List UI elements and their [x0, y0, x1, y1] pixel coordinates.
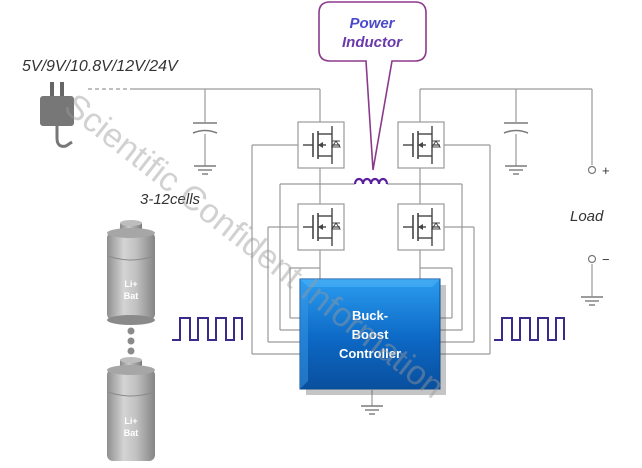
output-cap-ground-icon	[504, 165, 528, 175]
battery-top-label-1: Li+	[124, 279, 137, 289]
callout-line2: Inductor	[342, 34, 403, 51]
controller-ground-icon	[360, 405, 384, 415]
load-label: Load	[570, 208, 604, 225]
load-ground-icon	[580, 296, 604, 306]
pwm-waveform-left	[172, 317, 243, 341]
controller-line1: Buck-	[352, 308, 388, 323]
wires	[88, 88, 593, 406]
battery-top-label-2: Bat	[124, 291, 139, 301]
battery-bottom-label-1: Li+	[124, 416, 137, 426]
input-cap-ground-icon	[193, 165, 217, 175]
load-minus-label: −	[602, 252, 610, 267]
mosfet-q4-icon	[397, 203, 445, 251]
input-capacitor-icon	[192, 122, 218, 134]
buck-boost-controller: Buck- Boost Controller	[299, 278, 446, 395]
pwm-waveform-right	[494, 317, 565, 341]
cell-count-label: 3-12cells	[140, 191, 201, 208]
load-plus-label: +	[602, 163, 610, 178]
mosfet-q3-icon	[397, 121, 445, 169]
battery-bottom-icon: Li+ Bat	[107, 357, 155, 461]
callout-line1: Power	[349, 15, 395, 32]
power-plug-icon	[40, 82, 74, 148]
input-voltage-label: 5V/9V/10.8V/12V/24V	[22, 58, 179, 75]
battery-series-dots	[127, 327, 135, 355]
load-terminals: + −	[587, 163, 610, 267]
mosfet-q1-icon	[297, 121, 345, 169]
power-inductor-callout: Power Inductor	[318, 1, 427, 171]
inductor-icon	[353, 177, 389, 185]
battery-bottom-label-2: Bat	[124, 428, 139, 438]
battery-top-icon: Li+ Bat	[107, 220, 155, 325]
output-capacitor-icon	[503, 122, 529, 134]
mosfet-q2-icon	[297, 203, 345, 251]
controller-line3: Controller	[339, 346, 401, 361]
controller-line2: Boost	[352, 327, 390, 342]
